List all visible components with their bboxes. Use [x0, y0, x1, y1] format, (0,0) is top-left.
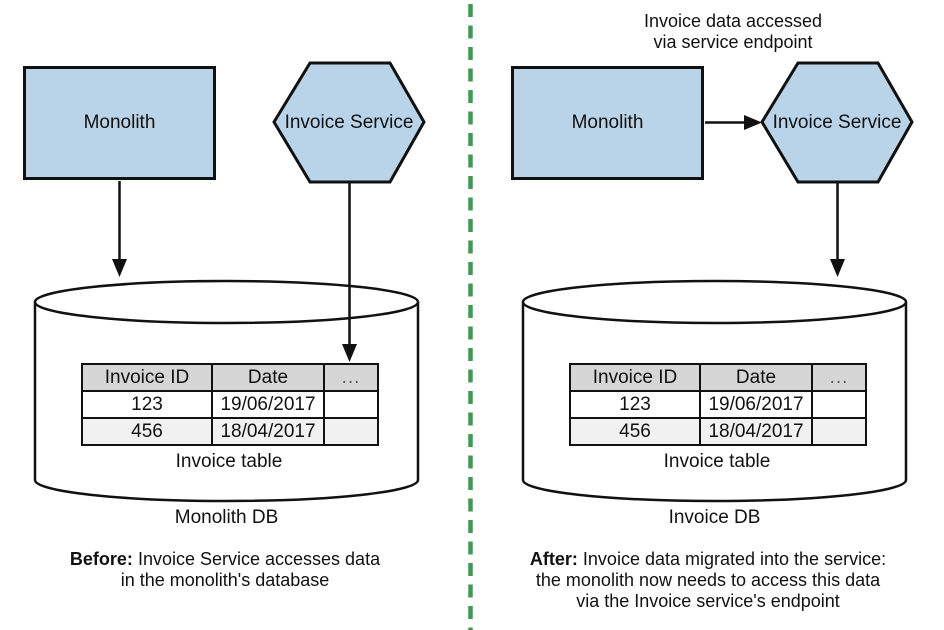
- service-label-text: Invoice Service: [772, 111, 902, 133]
- col-header-ellipsis: ...: [323, 363, 379, 392]
- service-label-text: Invoice Service: [284, 111, 414, 133]
- cell-ellipsis: [811, 417, 867, 446]
- monolith-to-db-arrow: [112, 181, 127, 277]
- table-row: 123 19/06/2017: [81, 390, 379, 419]
- caption-line: Before: Invoice Service accesses data: [10, 549, 440, 570]
- caption-text: Invoice Service accesses data: [137, 549, 381, 569]
- caption-lead: Before:: [69, 549, 133, 569]
- caption-line: via the Invoice service's endpoint: [576, 591, 840, 611]
- invoice-service-hexagon: [760, 61, 914, 184]
- caption-line: the monolith now needs to access this da…: [535, 570, 881, 590]
- service-to-db-arrow: [830, 183, 845, 277]
- after-caption: After: Invoice data migrated into the se…: [482, 549, 934, 612]
- caption-text: Invoice data migrated into the service:: [582, 549, 887, 569]
- invoice-table: Invoice ID Date ... 123 19/06/2017 456 1…: [81, 363, 379, 446]
- cylinder-top: [33, 279, 420, 325]
- cylinder-top: [521, 279, 908, 325]
- table-row: 456 18/04/2017: [569, 417, 867, 446]
- cell-date: 19/06/2017: [699, 390, 813, 419]
- cell-date: 19/06/2017: [211, 390, 325, 419]
- col-header-date: Date: [699, 363, 813, 392]
- invoice-table: Invoice ID Date ... 123 19/06/2017 456 1…: [569, 363, 867, 446]
- cell-invoice-id: 123: [569, 390, 701, 419]
- caption-line: After: Invoice data migrated into the se…: [482, 549, 934, 570]
- col-header-invoice-id: Invoice ID: [569, 363, 701, 392]
- col-header-invoice-id: Invoice ID: [81, 363, 213, 392]
- cell-ellipsis: [811, 390, 867, 419]
- invoice-service-hexagon: [272, 61, 426, 184]
- monolith-db-label: Monolith DB: [174, 507, 279, 528]
- monolith-label: Monolith: [571, 112, 644, 133]
- invoice-table-label: Invoice table: [175, 451, 283, 472]
- invoice-db-label: Invoice DB: [668, 507, 761, 528]
- service-endpoint-annotation: Invoice data accessed via service endpoi…: [613, 11, 853, 53]
- cell-date: 18/04/2017: [211, 417, 325, 446]
- cell-ellipsis: [323, 390, 379, 419]
- invoice-service-label: Invoice Service: [762, 63, 912, 182]
- cell-invoice-id: 456: [569, 417, 701, 446]
- table-row: 456 18/04/2017: [81, 417, 379, 446]
- cell-invoice-id: 123: [81, 390, 213, 419]
- col-header-ellipsis: ...: [811, 363, 867, 392]
- col-header-date: Date: [211, 363, 325, 392]
- caption-line: in the monolith's database: [120, 570, 330, 590]
- monolith-box: Monolith: [511, 66, 704, 180]
- caption-lead: After:: [529, 549, 578, 569]
- monolith-label: Monolith: [83, 112, 156, 133]
- monolith-box: Monolith: [23, 66, 216, 180]
- cell-invoice-id: 456: [81, 417, 213, 446]
- monolith-to-service-arrow: [705, 115, 762, 130]
- table-row: 123 19/06/2017: [569, 390, 867, 419]
- before-caption: Before: Invoice Service accesses data in…: [10, 549, 440, 591]
- table-header-row: Invoice ID Date ...: [81, 363, 379, 392]
- cell-ellipsis: [323, 417, 379, 446]
- invoice-service-label: Invoice Service: [274, 63, 424, 182]
- table-header-row: Invoice ID Date ...: [569, 363, 867, 392]
- annotation-line: Invoice data accessed: [643, 11, 823, 31]
- cell-date: 18/04/2017: [699, 417, 813, 446]
- annotation-line: via service endpoint: [653, 32, 813, 52]
- service-to-table-arrow: [342, 183, 357, 362]
- invoice-table-label: Invoice table: [663, 451, 771, 472]
